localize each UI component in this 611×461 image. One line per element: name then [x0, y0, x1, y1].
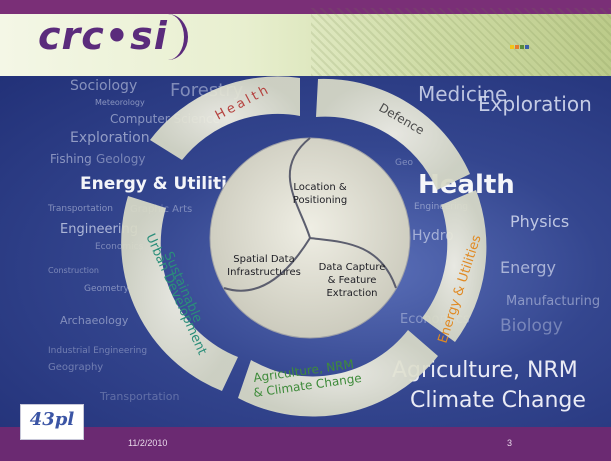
crcsi-logo: crc•si [38, 14, 168, 58]
bg-word: Geo [395, 158, 414, 168]
background-word-cloud: Sociology Meteorology Forestry Computer … [0, 76, 611, 427]
bg-word: Transportation [100, 390, 180, 403]
bg-word: Industrial Engineering [48, 346, 148, 356]
segment-urban[interactable] [121, 196, 238, 391]
segment-defence[interactable] [316, 78, 470, 190]
bg-word: Energy [500, 258, 557, 277]
bg-word: Construction [48, 266, 99, 275]
bg-word: Geology [96, 152, 146, 166]
bg-word: Hydro [412, 228, 454, 244]
bg-word: Geometry [84, 284, 129, 294]
segment-health[interactable] [150, 76, 300, 160]
bg-word: Medicine [418, 82, 508, 106]
bg-word: Archaeology [60, 314, 129, 327]
bg-word: Biology [500, 316, 563, 336]
segment-agriculture[interactable] [238, 330, 438, 417]
footer-bar [0, 427, 611, 461]
bg-word: Geography [48, 362, 104, 373]
core-label-sdi-2: Infrastructures [227, 267, 301, 278]
logo-swoosh-icon [148, 14, 188, 60]
core-divider-right [309, 237, 397, 289]
partner-logo: 43pl [20, 404, 84, 440]
header-stripe [0, 0, 611, 14]
bg-word: Energy & Utilities [80, 174, 249, 194]
bg-word: Engineering [414, 202, 468, 212]
bg-word: Engineering [60, 222, 138, 237]
page-number: 3 [507, 438, 513, 448]
bg-word: Economics [95, 242, 144, 252]
core-label-capture-2: & Feature [328, 275, 377, 286]
bg-word: Climate Change [410, 388, 586, 413]
partner-logo-text: 43pl [29, 409, 75, 430]
header-banner: crc•si [0, 0, 611, 76]
footer-date: 11/2/2010 [128, 438, 168, 448]
bg-word: Sociology [70, 78, 138, 94]
core-divider-left [223, 237, 311, 292]
core-divider-top [288, 137, 311, 239]
decorative-dots-icon [510, 34, 530, 53]
bg-word: Physics [510, 212, 570, 231]
bg-word: Fishing [50, 152, 92, 166]
bg-word: Meteorology [95, 98, 145, 107]
segment-energy[interactable] [422, 190, 487, 342]
core-label-location-2: Positioning [293, 195, 347, 206]
core-label-sdi-1: Spatial Data [233, 254, 294, 265]
bg-word: Exploration [70, 130, 150, 146]
bg-word: Exploration [478, 92, 592, 116]
core-label-capture-1: Data Capture [319, 262, 386, 273]
core-label-location-1: Location & [293, 182, 346, 193]
core-label-capture-3: Extraction [326, 288, 377, 299]
header-map-texture [311, 8, 611, 76]
bg-word: Manufacturing [506, 294, 601, 309]
bg-word: Transportation [48, 204, 113, 214]
